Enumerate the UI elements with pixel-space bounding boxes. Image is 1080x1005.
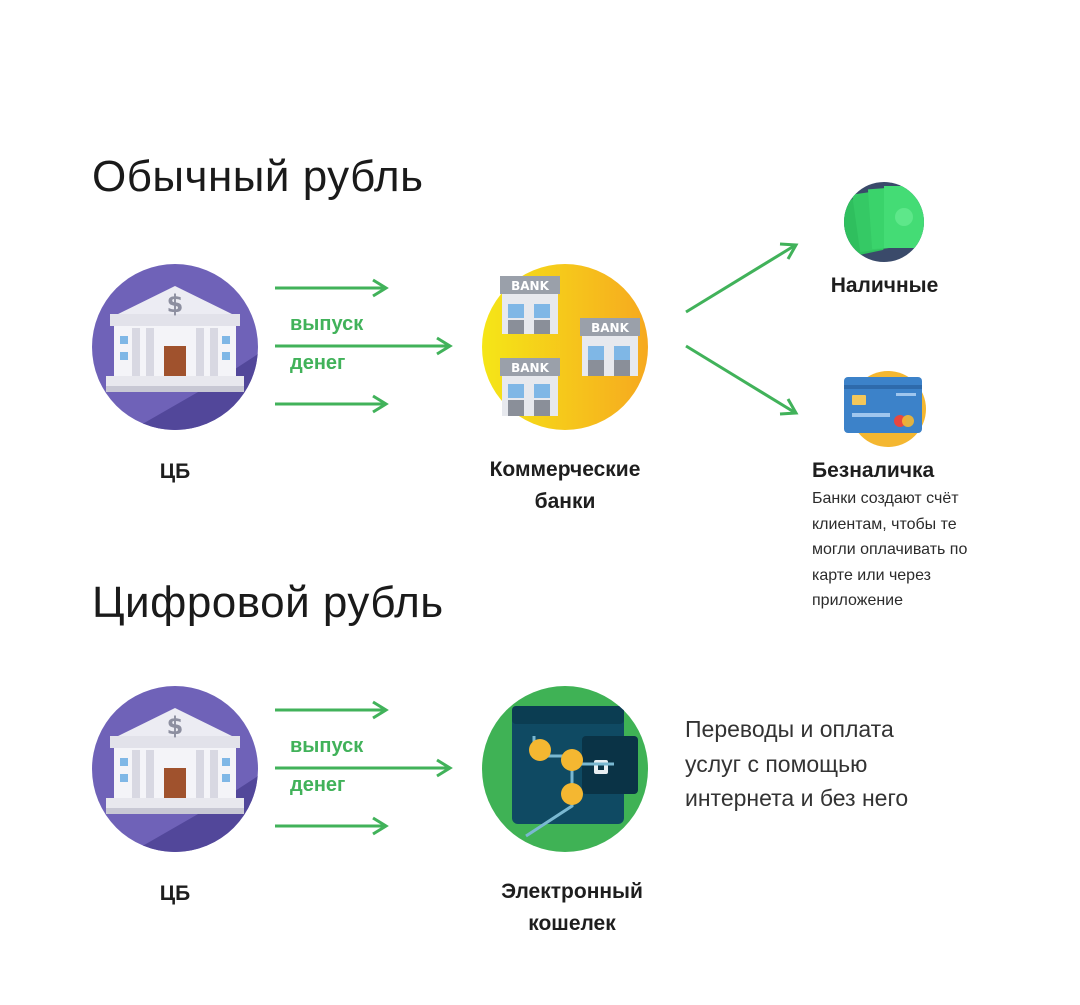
commercial-banks-label: Коммерческие банки [462, 454, 668, 517]
arrow-up-right-icon [684, 238, 804, 318]
cashless-note-line: карте или через [812, 566, 931, 584]
issue-label-regular-2: денег [290, 352, 346, 374]
digital-note-line: Переводы и оплата [685, 716, 894, 742]
commercial-banks-label-line1: Коммерческие [489, 458, 641, 481]
cb-label-regular: ЦБ [159, 460, 191, 483]
issue-label-digital: выпуск [290, 735, 364, 757]
credit-card-icon [840, 367, 930, 447]
bank-sign-text: BANK [511, 279, 549, 293]
wallet-label-line2: кошелек [528, 911, 616, 935]
arrow-right-icon [273, 278, 393, 298]
arrow-right-icon [273, 394, 393, 414]
digital-note-line: интернета и без него [685, 785, 909, 811]
arrow-right-icon [273, 758, 457, 778]
bank-sign-text: BANK [591, 321, 629, 335]
arrow-right-icon [273, 336, 457, 356]
issue-label-regular: выпуск [290, 313, 363, 336]
cashless-title: Безналичка [812, 459, 935, 482]
cashless-note-line: клиентам, чтобы те [812, 515, 957, 533]
cash-icon [842, 180, 926, 264]
svg-text:$: $ [167, 290, 184, 318]
arrow-right-icon [273, 816, 393, 836]
digital-wallet-icon [482, 686, 648, 852]
arrow-right-icon [273, 700, 393, 720]
bank-sign-text: BANK [511, 361, 549, 375]
commercial-banks-label-line2: банки [534, 489, 596, 513]
issue-label-digital-2: денег [290, 774, 346, 796]
digital-note-line: услуг с помощью [685, 750, 868, 777]
arrow-down-right-icon [684, 340, 804, 420]
wallet-label-line1: Электронный [501, 880, 643, 903]
svg-text:$: $ [167, 712, 184, 740]
digital-note: Переводы и оплата услуг с помощью интерн… [685, 712, 1025, 816]
digital-wallet-label: Электронный кошелек [462, 876, 682, 939]
issue-label-line1: выпуск [290, 313, 364, 335]
section-title-digital-ruble: Цифровой рубль [92, 578, 444, 627]
cashless-note-line: могли оплачивать по [812, 541, 968, 559]
cb-label-digital: ЦБ [159, 882, 191, 905]
cashless-note-line: Банки создают счёт [812, 490, 959, 507]
cash-label: Наличные [830, 274, 939, 297]
central-bank-icon: $ [92, 686, 258, 852]
commercial-banks-icon: BANK BANK BANK [482, 264, 648, 430]
cashless-note: Банки создают счёт клиентам, чтобы те мо… [812, 486, 1012, 614]
section-title-regular-ruble: Обычный рубль [92, 152, 424, 201]
central-bank-icon: $ [92, 264, 258, 430]
cashless-note-line: приложение [812, 592, 904, 610]
